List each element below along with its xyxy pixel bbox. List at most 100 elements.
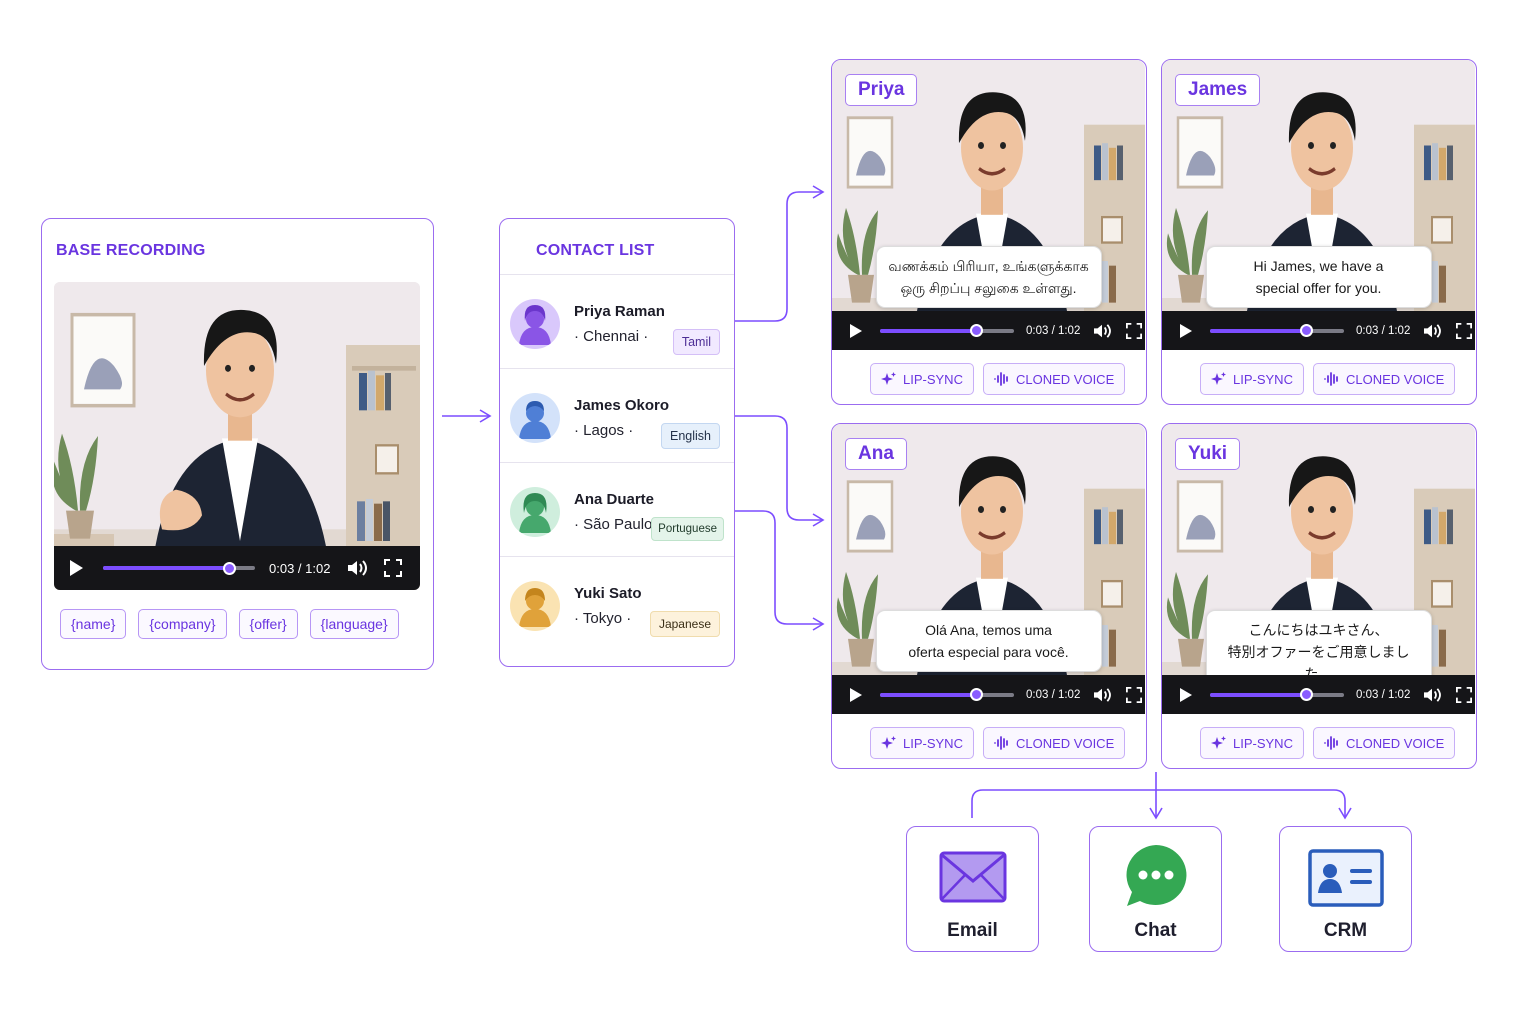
cloned-voice-label: CLONED VOICE (1016, 371, 1115, 387)
contact-row[interactable]: Yuki Sato · Tokyo · Japanese (500, 556, 734, 650)
envelope-icon (939, 851, 1006, 903)
lip-sync-label: LIP-SYNC (1233, 735, 1293, 751)
lip-sync-label: LIP-SYNC (1233, 371, 1293, 387)
variable-tag-company[interactable]: {company} (138, 609, 227, 639)
language-tag: Portuguese (651, 517, 724, 541)
base-recording-title: BASE RECORDING (56, 242, 206, 259)
fullscreen-icon[interactable] (384, 559, 403, 577)
lip-sync-badge: LIP-SYNC (1200, 727, 1304, 759)
subtitle-caption: Hi James, we have a special offer for you… (1205, 246, 1432, 308)
recipient-name-badge: Yuki (1175, 438, 1241, 470)
sparkle-icon (881, 736, 896, 749)
fullscreen-icon[interactable] (1456, 322, 1473, 339)
caption-line: special offer for you. (1255, 280, 1382, 296)
sparkle-icon (881, 372, 896, 385)
volume-icon[interactable] (1422, 687, 1442, 703)
base-progress-fill (103, 566, 230, 570)
contact-name: Yuki Sato (574, 585, 642, 602)
caption-line: Hi James, we have a (1253, 258, 1384, 274)
contact-name: Priya Raman (574, 303, 665, 320)
play-icon[interactable] (850, 687, 862, 702)
video-controls: 0:03 / 1:02 (832, 675, 1145, 714)
fullscreen-icon[interactable] (1456, 686, 1473, 703)
waveform-icon (1324, 372, 1338, 386)
avatar (510, 581, 560, 631)
variable-tag-name[interactable]: {name} (60, 609, 127, 639)
language-tag: English (661, 423, 720, 449)
base-video-controls: 0:03 / 1:02 (54, 546, 420, 590)
video-controls: 0:03 / 1:02 (832, 311, 1145, 350)
play-icon[interactable] (850, 323, 862, 338)
video-scrubber[interactable] (880, 324, 1014, 337)
arrow-distribution (971, 789, 1352, 820)
base-video-scrubber[interactable] (103, 561, 255, 575)
recipient-name-badge: Ana (845, 438, 907, 470)
video-scrubber[interactable] (1210, 324, 1344, 337)
destination-email[interactable]: Email (906, 826, 1039, 952)
presenter-scene (54, 282, 420, 590)
destination-email-label: Email (947, 920, 998, 941)
cloned-voice-label: CLONED VOICE (1346, 371, 1445, 387)
progress-knob[interactable] (1299, 688, 1313, 701)
destination-chat[interactable]: Chat (1089, 826, 1222, 952)
avatar (510, 487, 560, 537)
sparkle-icon (1211, 736, 1226, 749)
base-video-player[interactable]: 0:03 / 1:02 (54, 282, 420, 590)
caption-line: ஒரு சிறப்பு சலுகை உள்ளது. (900, 280, 1077, 296)
caption-line: வணக்கம் பிரியா, உங்களுக்காக (888, 258, 1089, 274)
progress-knob[interactable] (969, 688, 983, 701)
lip-sync-badge: LIP-SYNC (870, 363, 974, 395)
variable-tag-offer[interactable]: {offer} (238, 609, 298, 639)
contact-city: · Chennai · (574, 328, 649, 345)
cloned-voice-badge: CLONED VOICE (983, 363, 1126, 395)
contact-row[interactable]: James Okoro · Lagos · English (500, 368, 734, 462)
arrow-james (735, 415, 825, 527)
subtitle-caption: வணக்கம் பிரியா, உங்களுக்காக ஒரு சிறப்பு ச… (875, 246, 1102, 308)
caption-line: こんにちはユキさん、 (1248, 622, 1389, 638)
cloned-voice-label: CLONED VOICE (1346, 735, 1445, 751)
caption-line: oferta especial para você. (908, 644, 1069, 660)
cloned-voice-label: CLONED VOICE (1016, 735, 1115, 751)
contact-city: · Tokyo · (574, 610, 632, 627)
volume-icon[interactable] (1092, 323, 1112, 339)
video-time: 0:03 / 1:02 (1026, 324, 1081, 337)
contact-city: · Lagos · (574, 422, 634, 439)
chat-bubble-icon (1126, 845, 1186, 906)
contact-row[interactable]: Ana Duarte · São Paulo · Portuguese (500, 462, 734, 556)
volume-icon[interactable] (1092, 687, 1112, 703)
progress-knob[interactable] (1299, 324, 1313, 337)
destination-crm[interactable]: CRM (1279, 826, 1412, 952)
base-progress-knob[interactable] (222, 561, 236, 575)
avatar (510, 299, 560, 349)
contact-row[interactable]: Priya Raman · Chennai · Tamil (500, 274, 734, 368)
arrow-priya (735, 185, 825, 322)
cloned-voice-badge: CLONED VOICE (983, 727, 1126, 759)
base-recording-panel: BASE RECORDING (41, 218, 434, 670)
variable-tag-language[interactable]: {language} (309, 609, 399, 639)
lip-sync-label: LIP-SYNC (903, 371, 963, 387)
volume-icon[interactable] (1422, 323, 1442, 339)
video-scrubber[interactable] (880, 688, 1014, 701)
play-icon[interactable] (1180, 323, 1192, 338)
video-scrubber[interactable] (1210, 688, 1344, 701)
play-icon[interactable] (70, 560, 83, 576)
video-controls: 0:03 / 1:02 (1162, 311, 1475, 350)
language-tag: Tamil (672, 329, 720, 355)
variable-tags: {name} {company} {offer} {language} (60, 609, 399, 639)
language-tag: Japanese (649, 611, 720, 637)
volume-icon[interactable] (346, 559, 368, 577)
play-icon[interactable] (1180, 687, 1192, 702)
fullscreen-icon[interactable] (1126, 322, 1143, 339)
fullscreen-icon[interactable] (1126, 686, 1143, 703)
contact-name: Ana Duarte (574, 491, 655, 508)
progress-knob[interactable] (969, 324, 983, 337)
